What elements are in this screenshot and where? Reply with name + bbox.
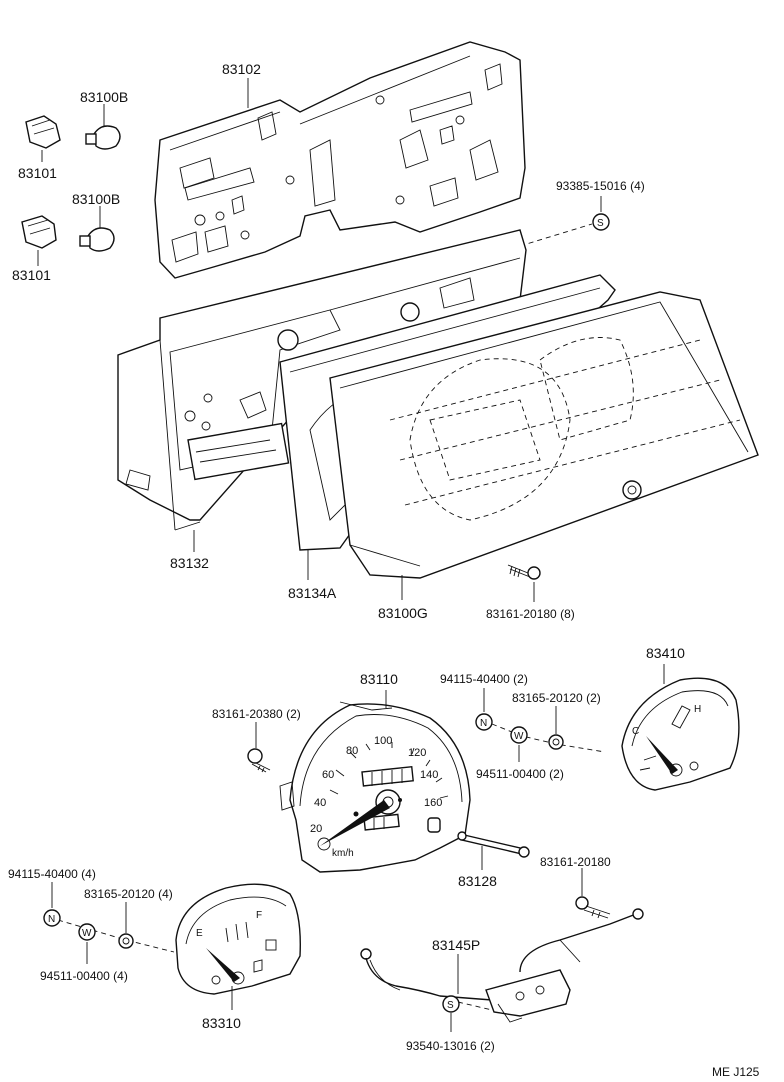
fuel-gauge-e: E <box>196 928 203 939</box>
circuit-plate-83102 <box>154 41 526 279</box>
label-83128: 83128 <box>458 873 497 889</box>
label-83101-lower: 83101 <box>12 267 51 283</box>
speedo-tick-60: 60 <box>322 769 334 781</box>
speedo-tick-80: 80 <box>346 745 358 757</box>
dash-83410-fasteners <box>491 723 606 753</box>
speedo-tick-40: 40 <box>314 797 326 809</box>
screw-93540-13016: S <box>442 995 460 1013</box>
label-83161-20180-8: 83161-20180 (8) <box>486 607 575 621</box>
bulb-83100B-lower <box>79 227 115 252</box>
symbol-s-2: S <box>447 1000 454 1011</box>
label-93385: 93385-15016 (4) <box>556 179 645 193</box>
symbol-n-1: N <box>480 718 487 729</box>
speedo-tick-140: 140 <box>420 769 438 781</box>
bulb-83100B-upper <box>85 125 121 150</box>
fuel-gauge-83310: E F <box>175 883 301 995</box>
screw-83161-20180-8 <box>507 564 541 580</box>
washer-83165-20120-2 <box>548 734 564 750</box>
label-83310: 83310 <box>202 1015 241 1031</box>
label-83100B-lower: 83100B <box>72 191 120 207</box>
temperature-gauge-83410: C H <box>621 677 740 791</box>
nut-94115-40400-2: N <box>475 713 493 731</box>
meter-glass-83100G <box>329 291 759 579</box>
nut-94115-40400-4: N <box>43 909 61 927</box>
symbol-n-2: N <box>48 914 55 925</box>
label-83100G: 83100G <box>378 605 428 621</box>
label-83145P: 83145P <box>432 937 480 953</box>
label-94115-2: 94115-40400 (2) <box>440 672 528 686</box>
temp-gauge-h: H <box>694 704 701 715</box>
label-83410: 83410 <box>646 645 685 661</box>
speedo-tick-20: 20 <box>310 823 322 835</box>
washer-94511-00400-4: W <box>78 923 96 941</box>
screw-93385-15016: S <box>592 213 610 231</box>
temp-gauge-c: C <box>632 726 639 737</box>
label-94511-4: 94511-00400 (4) <box>40 969 128 983</box>
figure-code: ME J125 <box>712 1065 760 1079</box>
pointer-pin-83128 <box>457 831 530 858</box>
label-83101-upper: 83101 <box>18 165 57 181</box>
wire-harness-83145P <box>360 908 644 1023</box>
label-83100B-upper: 83100B <box>80 89 128 105</box>
label-93540: 93540-13016 (2) <box>406 1039 495 1053</box>
label-83161-20380: 83161-20380 (2) <box>212 707 301 721</box>
speedo-tick-160: 160 <box>424 797 442 809</box>
speedo-tick-100: 100 <box>374 735 392 747</box>
washer-94511-00400-2: W <box>510 726 528 744</box>
dash-93385 <box>519 223 593 247</box>
speedo-tick-120: 120 <box>408 747 426 759</box>
dash-83310-fasteners <box>57 919 175 953</box>
label-83161-20180: 83161-20180 <box>540 855 611 869</box>
label-83102: 83102 <box>222 61 261 77</box>
symbol-w-2: W <box>82 928 92 939</box>
speedometer-83110: 20 40 60 80 100 120 140 160 km/h <box>279 701 471 873</box>
socket-83101-lower <box>21 215 57 249</box>
label-83132: 83132 <box>170 555 209 571</box>
label-83165-2: 83165-20120 (2) <box>512 691 601 705</box>
label-83134A: 83134A <box>288 585 337 601</box>
label-83110: 83110 <box>360 671 398 687</box>
label-94511-2: 94511-00400 (2) <box>476 767 564 781</box>
speedo-unit: km/h <box>332 848 354 859</box>
label-83165-4: 83165-20120 (4) <box>84 887 173 901</box>
label-94115-4: 94115-40400 (4) <box>8 867 96 881</box>
symbol-s-1: S <box>597 218 604 229</box>
screw-83161-20380 <box>247 748 271 773</box>
washer-83165-20120-4 <box>118 933 134 949</box>
socket-83101-upper <box>25 115 61 149</box>
dash-93540 <box>457 1001 493 1011</box>
screw-83161-20180 <box>575 896 611 919</box>
symbol-w-1: W <box>514 731 524 742</box>
fuel-gauge-f: F <box>256 910 262 921</box>
